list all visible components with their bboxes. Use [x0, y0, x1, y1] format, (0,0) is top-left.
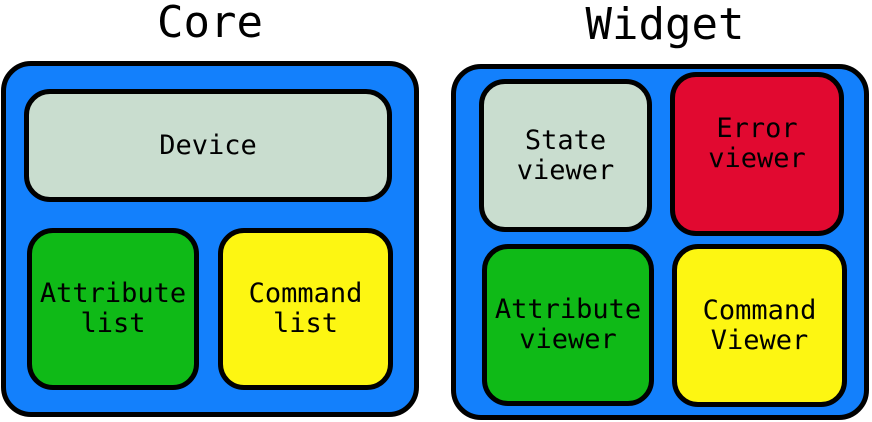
device-label: Device [159, 129, 257, 161]
widget-title: Widget [585, 0, 745, 50]
attribute-list-box: Attribute list [27, 228, 199, 390]
state-viewer-label: State viewer [516, 124, 615, 186]
command-viewer-label: Command Viewer [702, 294, 817, 356]
error-viewer-box: Error viewer [670, 72, 844, 236]
core-title: Core [157, 0, 263, 48]
command-viewer-box: Command Viewer [672, 244, 847, 407]
attribute-viewer-label: Attribute viewer [494, 294, 642, 355]
attribute-list-label: Attribute list [39, 278, 187, 339]
error-viewer-label: Error viewer [708, 113, 806, 174]
attribute-viewer-box: Attribute viewer [482, 244, 654, 406]
command-list-box: Command list [218, 228, 393, 390]
device-box: Device [24, 89, 392, 202]
command-list-label: Command list [248, 278, 363, 339]
state-viewer-box: State viewer [479, 79, 652, 232]
